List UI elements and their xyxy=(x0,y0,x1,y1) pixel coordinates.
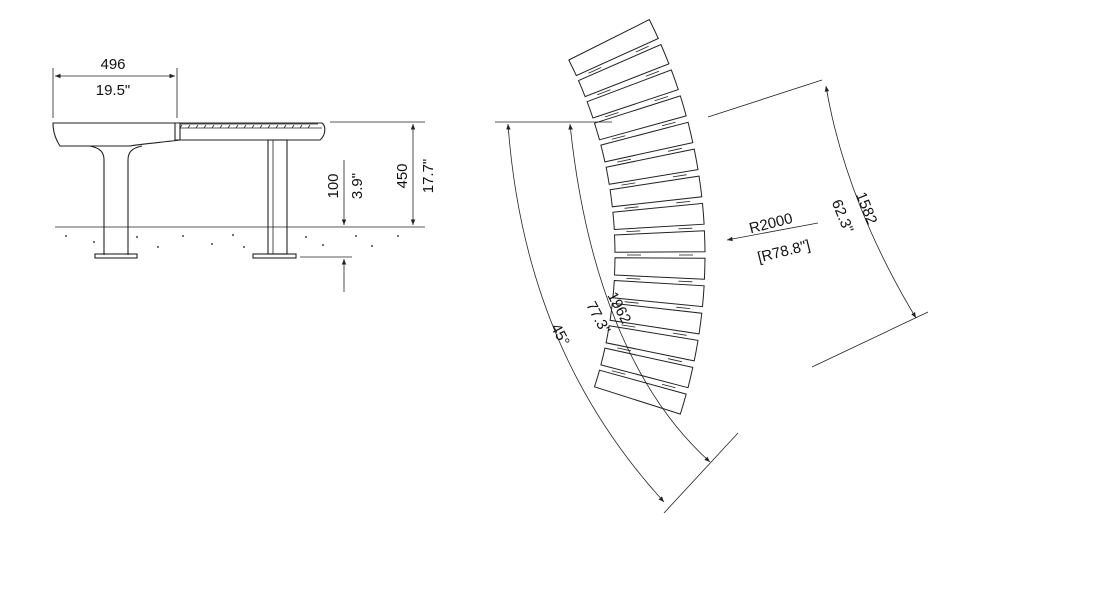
slat-support-mark xyxy=(661,121,676,127)
slat-support-mark xyxy=(621,324,636,328)
bench-slat xyxy=(577,43,670,98)
height-mm-label: 450 xyxy=(394,163,411,188)
seat-slat-hatching xyxy=(179,123,322,129)
seat-depth-in-label: 19.5" xyxy=(96,82,131,99)
chord-in-label: 62.3" xyxy=(828,197,857,235)
rear-leg xyxy=(267,139,288,255)
slat-support-mark xyxy=(635,45,649,53)
slat-support-mark xyxy=(678,227,693,230)
slat-support-mark xyxy=(672,174,687,178)
slat-support-mark xyxy=(676,201,691,204)
rear-leg-base-plate xyxy=(252,253,297,259)
radius-label: R2000 xyxy=(747,210,794,237)
front-leg-base-plate xyxy=(94,253,138,259)
arc-length-dimension xyxy=(568,123,711,463)
slat-support-mark xyxy=(661,383,676,389)
seat-slats-side xyxy=(174,122,326,141)
embed-in-label: 3.9" xyxy=(349,173,366,199)
bench-slat xyxy=(612,202,705,231)
curved-bench-slats xyxy=(568,18,706,415)
arc-end-extension xyxy=(663,432,739,514)
slat-support-mark xyxy=(668,358,682,363)
slat-support-mark xyxy=(624,206,639,209)
slat-support-mark xyxy=(621,182,636,186)
bench-slat xyxy=(613,257,706,280)
slat-support-mark xyxy=(588,67,602,74)
chord-dimension xyxy=(824,85,917,319)
slat-support-mark xyxy=(645,70,660,77)
plan-view: 45° 1962 77.3" 1582 62.3" R2000 [R78.8"] xyxy=(495,18,929,514)
seat-profile xyxy=(52,122,181,147)
embed-mm-label: 100 xyxy=(325,173,342,198)
slat-support-mark xyxy=(676,306,691,309)
slat-support-mark xyxy=(626,230,641,232)
slat-support-mark xyxy=(672,332,687,336)
angle-label: 45° xyxy=(547,321,573,349)
angle-dimension-arc xyxy=(506,123,665,503)
slat-support-mark xyxy=(626,278,641,280)
slat-support-mark xyxy=(604,112,619,118)
side-view: 496 19.5" 450 17.7" 100 3.9" xyxy=(52,56,437,292)
slat-support-mark xyxy=(617,158,631,163)
bench-slat xyxy=(586,69,679,119)
radius-in-label: [R78.8"] xyxy=(756,237,812,266)
bench-slat xyxy=(568,18,659,77)
front-leg xyxy=(89,145,143,255)
ground-texture xyxy=(65,234,399,248)
bench-slat xyxy=(613,230,706,253)
chord-mm-label: 1582 xyxy=(852,190,880,227)
slat-support-mark xyxy=(678,280,693,283)
height-in-label: 17.7" xyxy=(420,159,437,194)
slat-support-mark xyxy=(654,96,669,102)
slat-support-mark xyxy=(668,147,682,152)
slat-support-mark xyxy=(597,89,611,96)
seat-depth-mm-label: 496 xyxy=(100,56,125,73)
radius-leader xyxy=(726,222,819,242)
